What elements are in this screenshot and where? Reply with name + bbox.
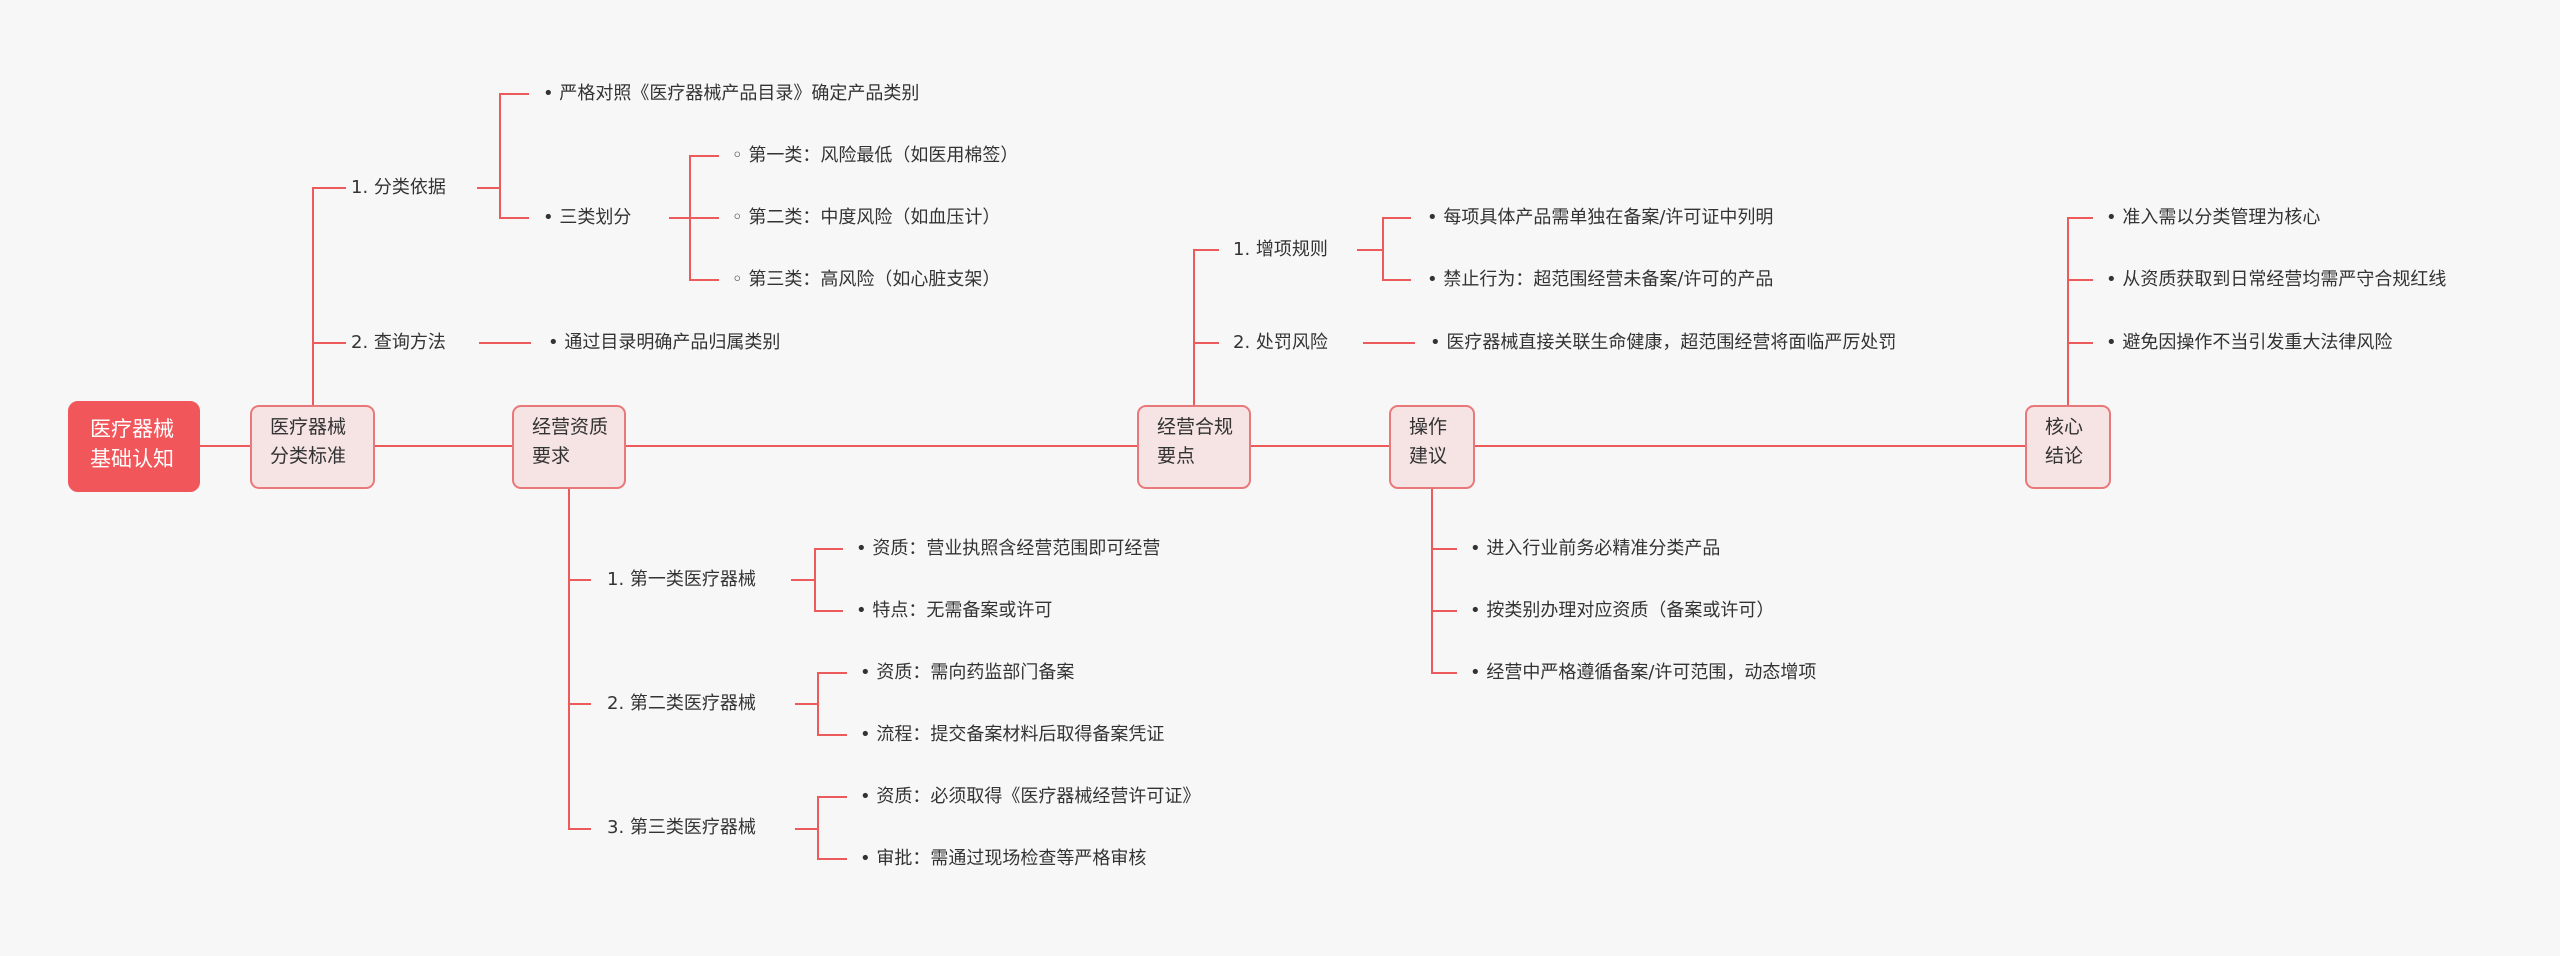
item-prohibited[interactable]: • 禁止行为：超范围经营未备案/许可的产品 <box>1427 269 1774 290</box>
branch-penalty[interactable]: 2. 处罚风险 <box>1233 332 1328 353</box>
topic-label-line1: 医疗器械 <box>270 416 347 438</box>
item-three-classes[interactable]: • 三类划分 <box>543 207 632 228</box>
item-class-3[interactable]: ◦ 第三类：高风险（如心脏支架） <box>732 269 1001 290</box>
topic-label-line2: 分类标准 <box>270 445 347 467</box>
root-label-line1: 医疗器械 <box>90 417 174 441</box>
conclusion-3[interactable]: • 避免因操作不当引发重大法律风险 <box>2106 332 2393 353</box>
item-c3-qualification[interactable]: • 资质：必须取得《医疗器械经营许可证》 <box>860 786 1201 807</box>
topic-label-line1: 操作 <box>1409 416 1448 438</box>
topic-classification[interactable]: 医疗器械 分类标准 <box>250 405 375 489</box>
branch-add-item-rule[interactable]: 1. 增项规则 <box>1233 239 1328 260</box>
topic-label-line1: 经营资质 <box>532 416 609 438</box>
suggestion-3[interactable]: • 经营中严格遵循备案/许可范围，动态增项 <box>1470 662 1817 683</box>
item-class-1[interactable]: ◦ 第一类：风险最低（如医用棉签） <box>732 145 1019 166</box>
item-c2-process[interactable]: • 流程：提交备案材料后取得备案凭证 <box>860 724 1165 745</box>
item-list-each-product[interactable]: • 每项具体产品需单独在备案/许可证中列明 <box>1427 207 1774 228</box>
branch-class-1-device[interactable]: 1. 第一类医疗器械 <box>607 569 756 590</box>
topic-label-line2: 要点 <box>1157 445 1196 467</box>
item-c3-approval[interactable]: • 审批：需通过现场检查等严格审核 <box>860 848 1147 869</box>
root-label-line2: 基础认知 <box>90 447 174 471</box>
item-c2-qualification[interactable]: • 资质：需向药监部门备案 <box>860 662 1075 683</box>
root-node[interactable]: 医疗器械 基础认知 <box>68 401 200 492</box>
topic-label-line2: 要求 <box>532 445 571 467</box>
topic-suggestions[interactable]: 操作 建议 <box>1389 405 1475 489</box>
topic-label-line2: 建议 <box>1409 445 1448 467</box>
topic-label-line1: 经营合规 <box>1157 416 1234 438</box>
item-class-2[interactable]: ◦ 第二类：中度风险（如血压计） <box>732 207 1001 228</box>
item-query[interactable]: • 通过目录明确产品归属类别 <box>548 332 781 353</box>
item-c1-feature[interactable]: • 特点：无需备案或许可 <box>856 600 1053 621</box>
suggestion-1[interactable]: • 进入行业前务必精准分类产品 <box>1470 538 1721 559</box>
item-c1-qualification[interactable]: • 资质：营业执照含经营范围即可经营 <box>856 538 1161 559</box>
branch-class-2-device[interactable]: 2. 第二类医疗器械 <box>607 693 756 714</box>
branch-basis[interactable]: 1. 分类依据 <box>351 177 446 198</box>
item-penalty[interactable]: • 医疗器械直接关联生命健康，超范围经营将面临严厉处罚 <box>1430 332 1897 353</box>
item-catalog[interactable]: • 严格对照《医疗器械产品目录》确定产品类别 <box>543 83 920 104</box>
suggestion-2[interactable]: • 按类别办理对应资质（备案或许可） <box>1470 600 1775 621</box>
topic-qualification[interactable]: 经营资质 要求 <box>512 405 626 489</box>
topic-compliance[interactable]: 经营合规 要点 <box>1137 405 1251 489</box>
topic-conclusion[interactable]: 核心 结论 <box>2025 405 2111 489</box>
branch-class-3-device[interactable]: 3. 第三类医疗器械 <box>607 817 756 838</box>
topic-label-line1: 核心 <box>2045 416 2084 438</box>
branch-query[interactable]: 2. 查询方法 <box>351 332 446 353</box>
topic-label-line2: 结论 <box>2045 445 2084 467</box>
conclusion-2[interactable]: • 从资质获取到日常经营均需严守合规红线 <box>2106 269 2447 290</box>
conclusion-1[interactable]: • 准入需以分类管理为核心 <box>2106 207 2321 228</box>
